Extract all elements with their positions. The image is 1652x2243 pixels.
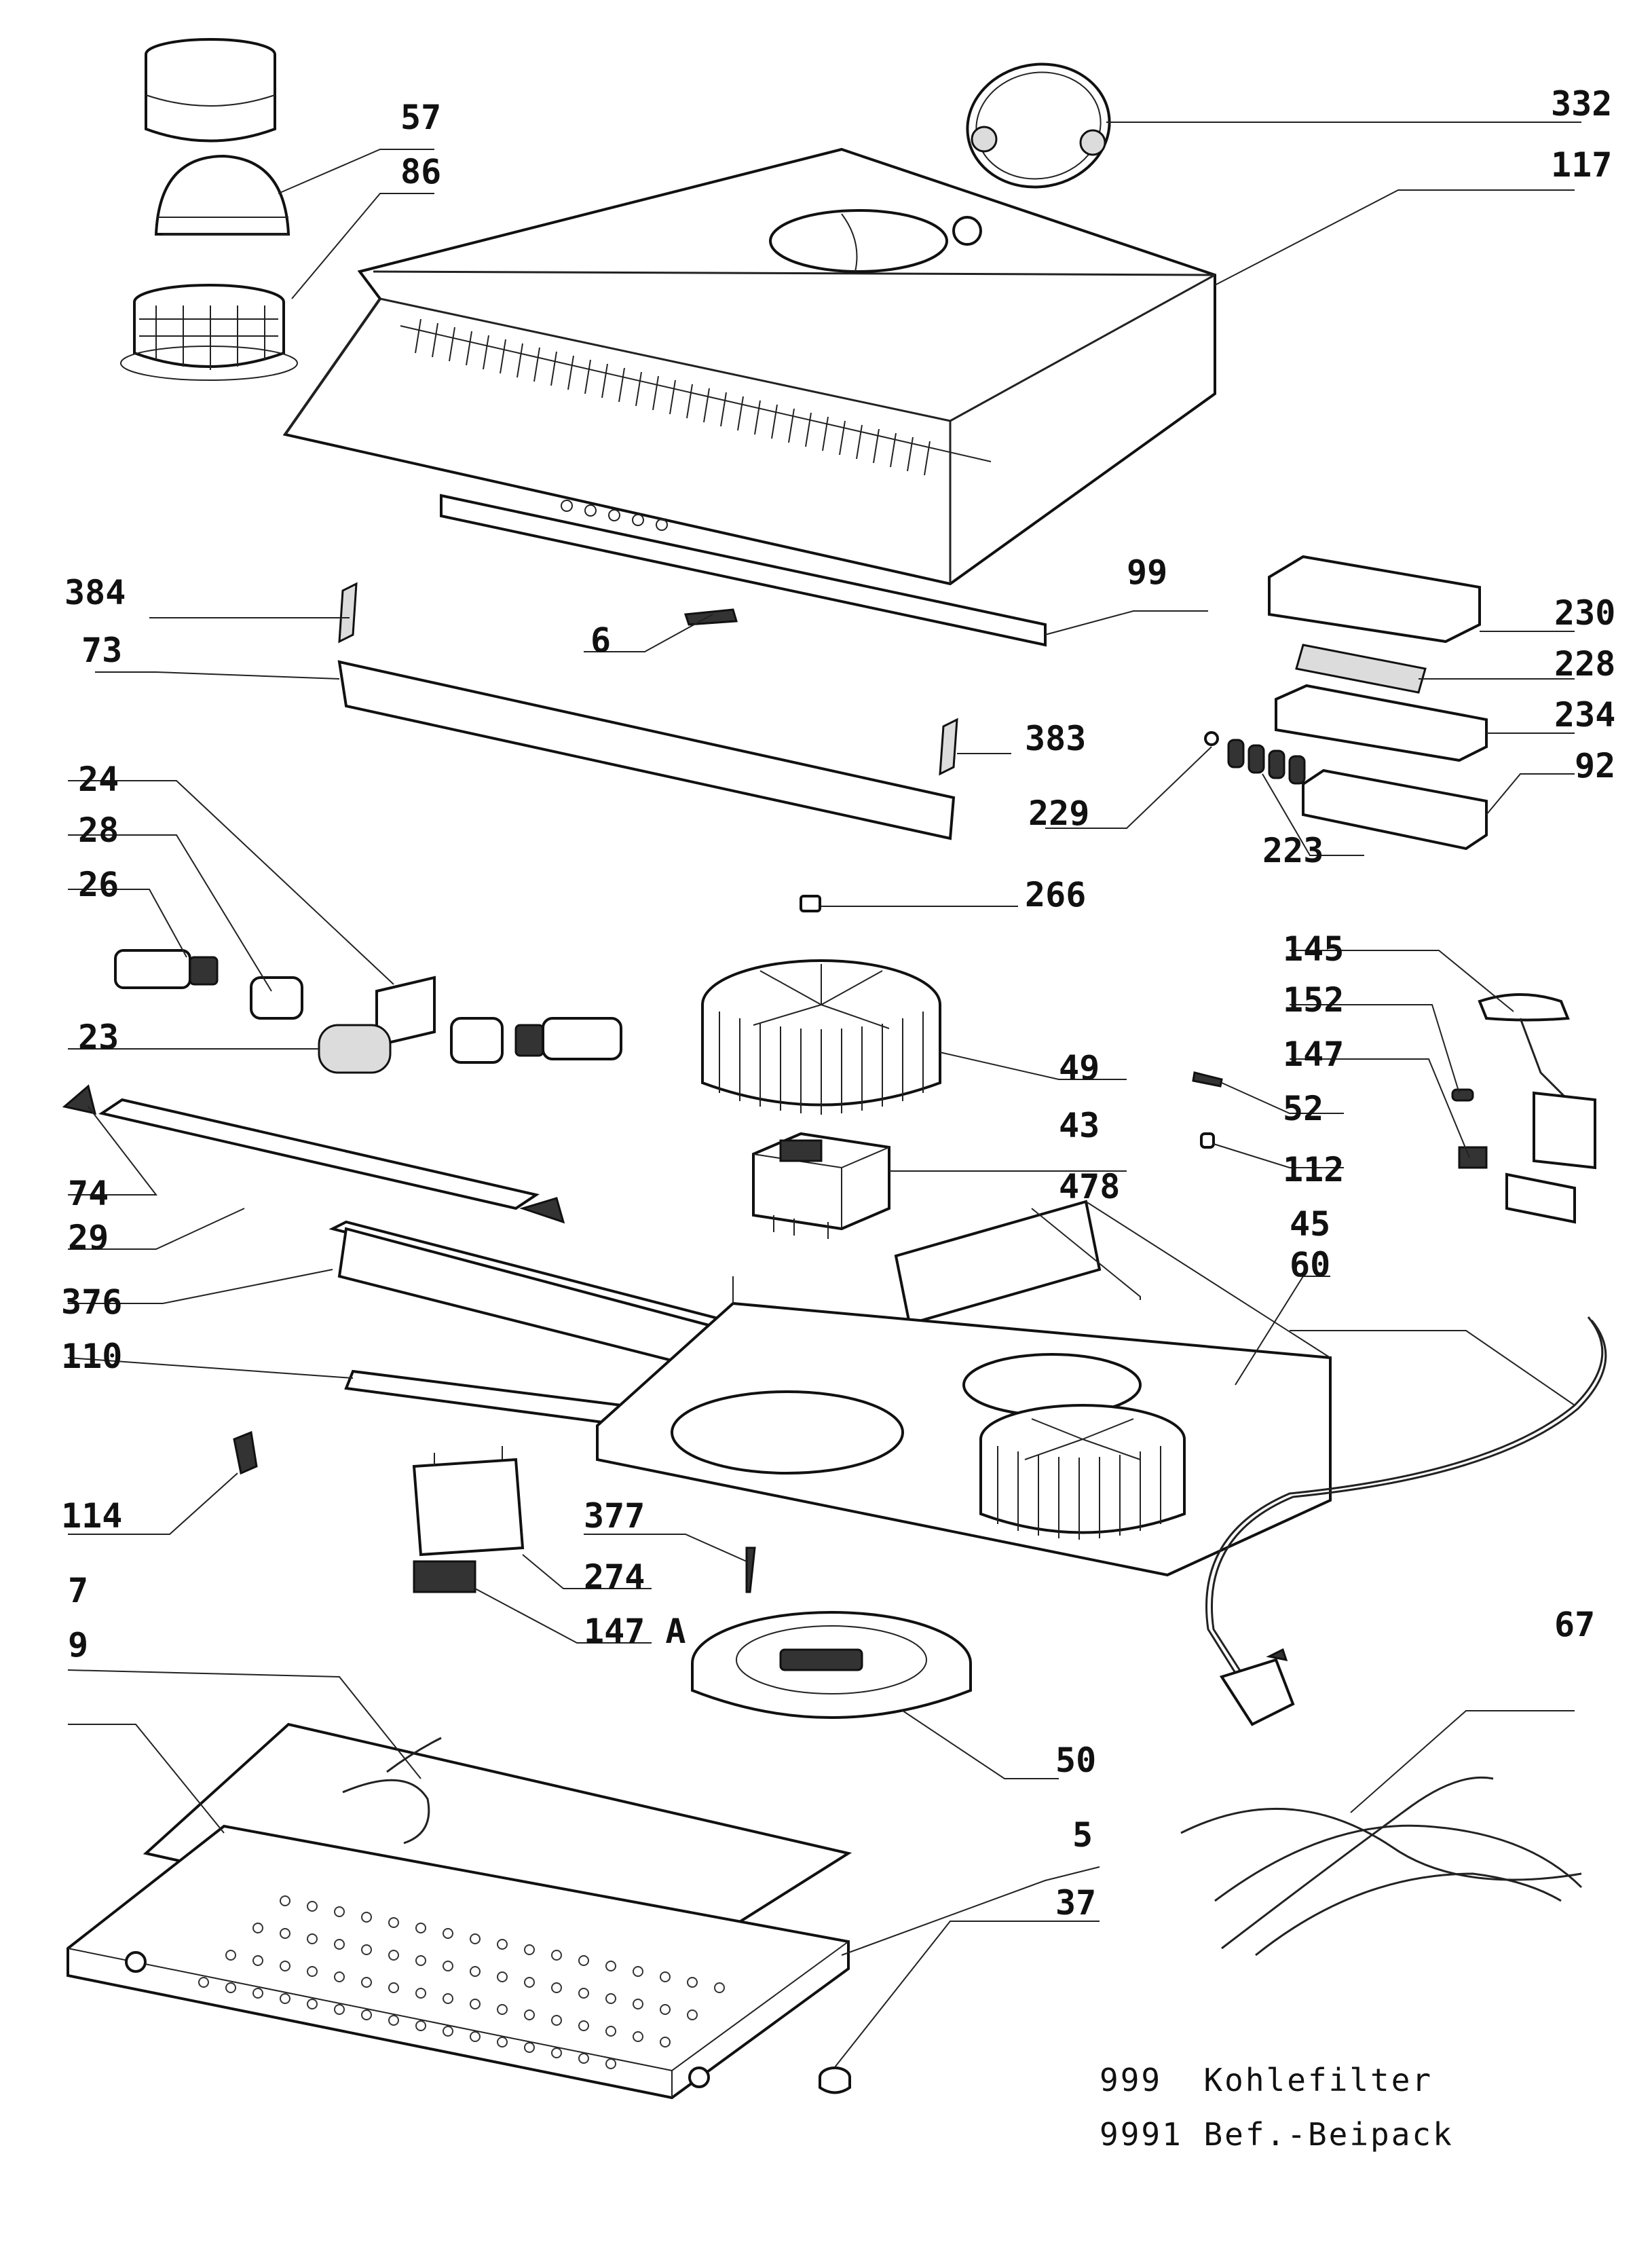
fan-wheel-upper-drawing: [701, 959, 941, 1115]
label-52: 52: [1283, 1089, 1324, 1128]
label-26: 26: [78, 865, 119, 904]
end-cap-left-drawing: [338, 582, 358, 644]
cable-clip-drawing: [1192, 1071, 1223, 1088]
label-99: 99: [1127, 553, 1167, 592]
terminal-box-drawing: [412, 1446, 525, 1593]
label-49: 49: [1059, 1048, 1100, 1088]
lamp-assembly-drawing: [114, 949, 622, 1074]
hood-body-drawing: [282, 147, 1216, 647]
duct-sleeve-drawing: [145, 38, 276, 143]
screw-drawing: [745, 1546, 756, 1593]
small-clip-drawing: [233, 1430, 258, 1475]
knobs-drawing: [1204, 731, 1306, 785]
label-145: 145: [1283, 929, 1344, 969]
cable-ties-drawing: [1180, 1776, 1583, 1957]
switch-housing-drawing: [1275, 684, 1488, 762]
label-7: 7: [68, 1571, 88, 1610]
legend-line-2: 9991 Bef.-Beipack: [1100, 2116, 1454, 2153]
label-24: 24: [78, 760, 119, 799]
backflow-flap-drawing: [154, 154, 290, 236]
label-147: 147: [1283, 1035, 1344, 1074]
label-112: 112: [1283, 1150, 1344, 1189]
label-60: 60: [1290, 1245, 1330, 1284]
label-74: 74: [68, 1174, 109, 1213]
control-strip: [440, 494, 1047, 647]
foot-knob-drawing: [819, 2066, 851, 2094]
front-panel-drawing: [337, 660, 956, 840]
label-50: 50: [1055, 1741, 1096, 1780]
capacitor-block-drawing: [752, 1132, 890, 1239]
label-117: 117: [1551, 145, 1612, 185]
label-23: 23: [78, 1018, 119, 1057]
grease-filter-drawing: [67, 1722, 852, 2100]
label-229: 229: [1028, 794, 1089, 833]
leader-lines: [67, 122, 1581, 2068]
cable-bracket-assembly-drawing: [1451, 993, 1596, 1224]
legend-line-1: 999 Kohlefilter: [1100, 2062, 1433, 2098]
label-43: 43: [1059, 1106, 1100, 1145]
filter-frame-drawing: [62, 1084, 565, 1224]
label-28: 28: [78, 811, 119, 850]
label-5: 5: [1072, 1815, 1093, 1855]
label-9: 9: [68, 1625, 88, 1665]
label-230: 230: [1554, 593, 1615, 633]
switch-board-drawing: [1295, 644, 1427, 694]
label-376: 376: [61, 1282, 122, 1322]
small-grommet-drawing: [1200, 1132, 1215, 1149]
switch-cover-drawing: [1268, 555, 1481, 644]
label-29: 29: [68, 1218, 109, 1257]
label-86: 86: [400, 152, 441, 191]
label-114: 114: [61, 1496, 122, 1536]
label-377: 377: [584, 1496, 645, 1536]
label-234: 234: [1554, 695, 1615, 735]
label-384: 384: [64, 573, 126, 612]
filter-holes: [198, 1895, 725, 2069]
vent-slots: [415, 318, 931, 476]
fan-wheel-lower-drawing: [979, 1404, 1186, 1540]
label-274: 274: [584, 1557, 645, 1597]
grid-ring-drawing: [120, 284, 298, 381]
label-332: 332: [1551, 84, 1612, 124]
label-110: 110: [61, 1337, 122, 1376]
motor-cover-drawing: [691, 1611, 972, 1719]
clip-drawing: [683, 608, 738, 626]
label-266: 266: [1025, 875, 1086, 914]
label-92: 92: [1575, 746, 1615, 785]
end-cap-right-drawing: [939, 718, 958, 776]
label-6: 6: [590, 620, 611, 660]
label-67: 67: [1554, 1605, 1595, 1644]
label-57: 57: [400, 98, 441, 137]
label-147a: 147 A: [584, 1612, 686, 1651]
label-223: 223: [1262, 831, 1324, 870]
switch-plate-drawing: [1302, 768, 1488, 851]
label-152: 152: [1283, 980, 1344, 1020]
label-228: 228: [1554, 644, 1615, 684]
power-cable-drawing: [1205, 1316, 1607, 1726]
fan-cap-drawing: [800, 895, 821, 912]
label-37: 37: [1055, 1883, 1096, 1923]
label-478: 478: [1059, 1167, 1120, 1206]
label-383: 383: [1025, 719, 1086, 758]
round-ring-drawing: [966, 62, 1111, 189]
label-73: 73: [81, 631, 122, 670]
label-45: 45: [1290, 1204, 1330, 1244]
